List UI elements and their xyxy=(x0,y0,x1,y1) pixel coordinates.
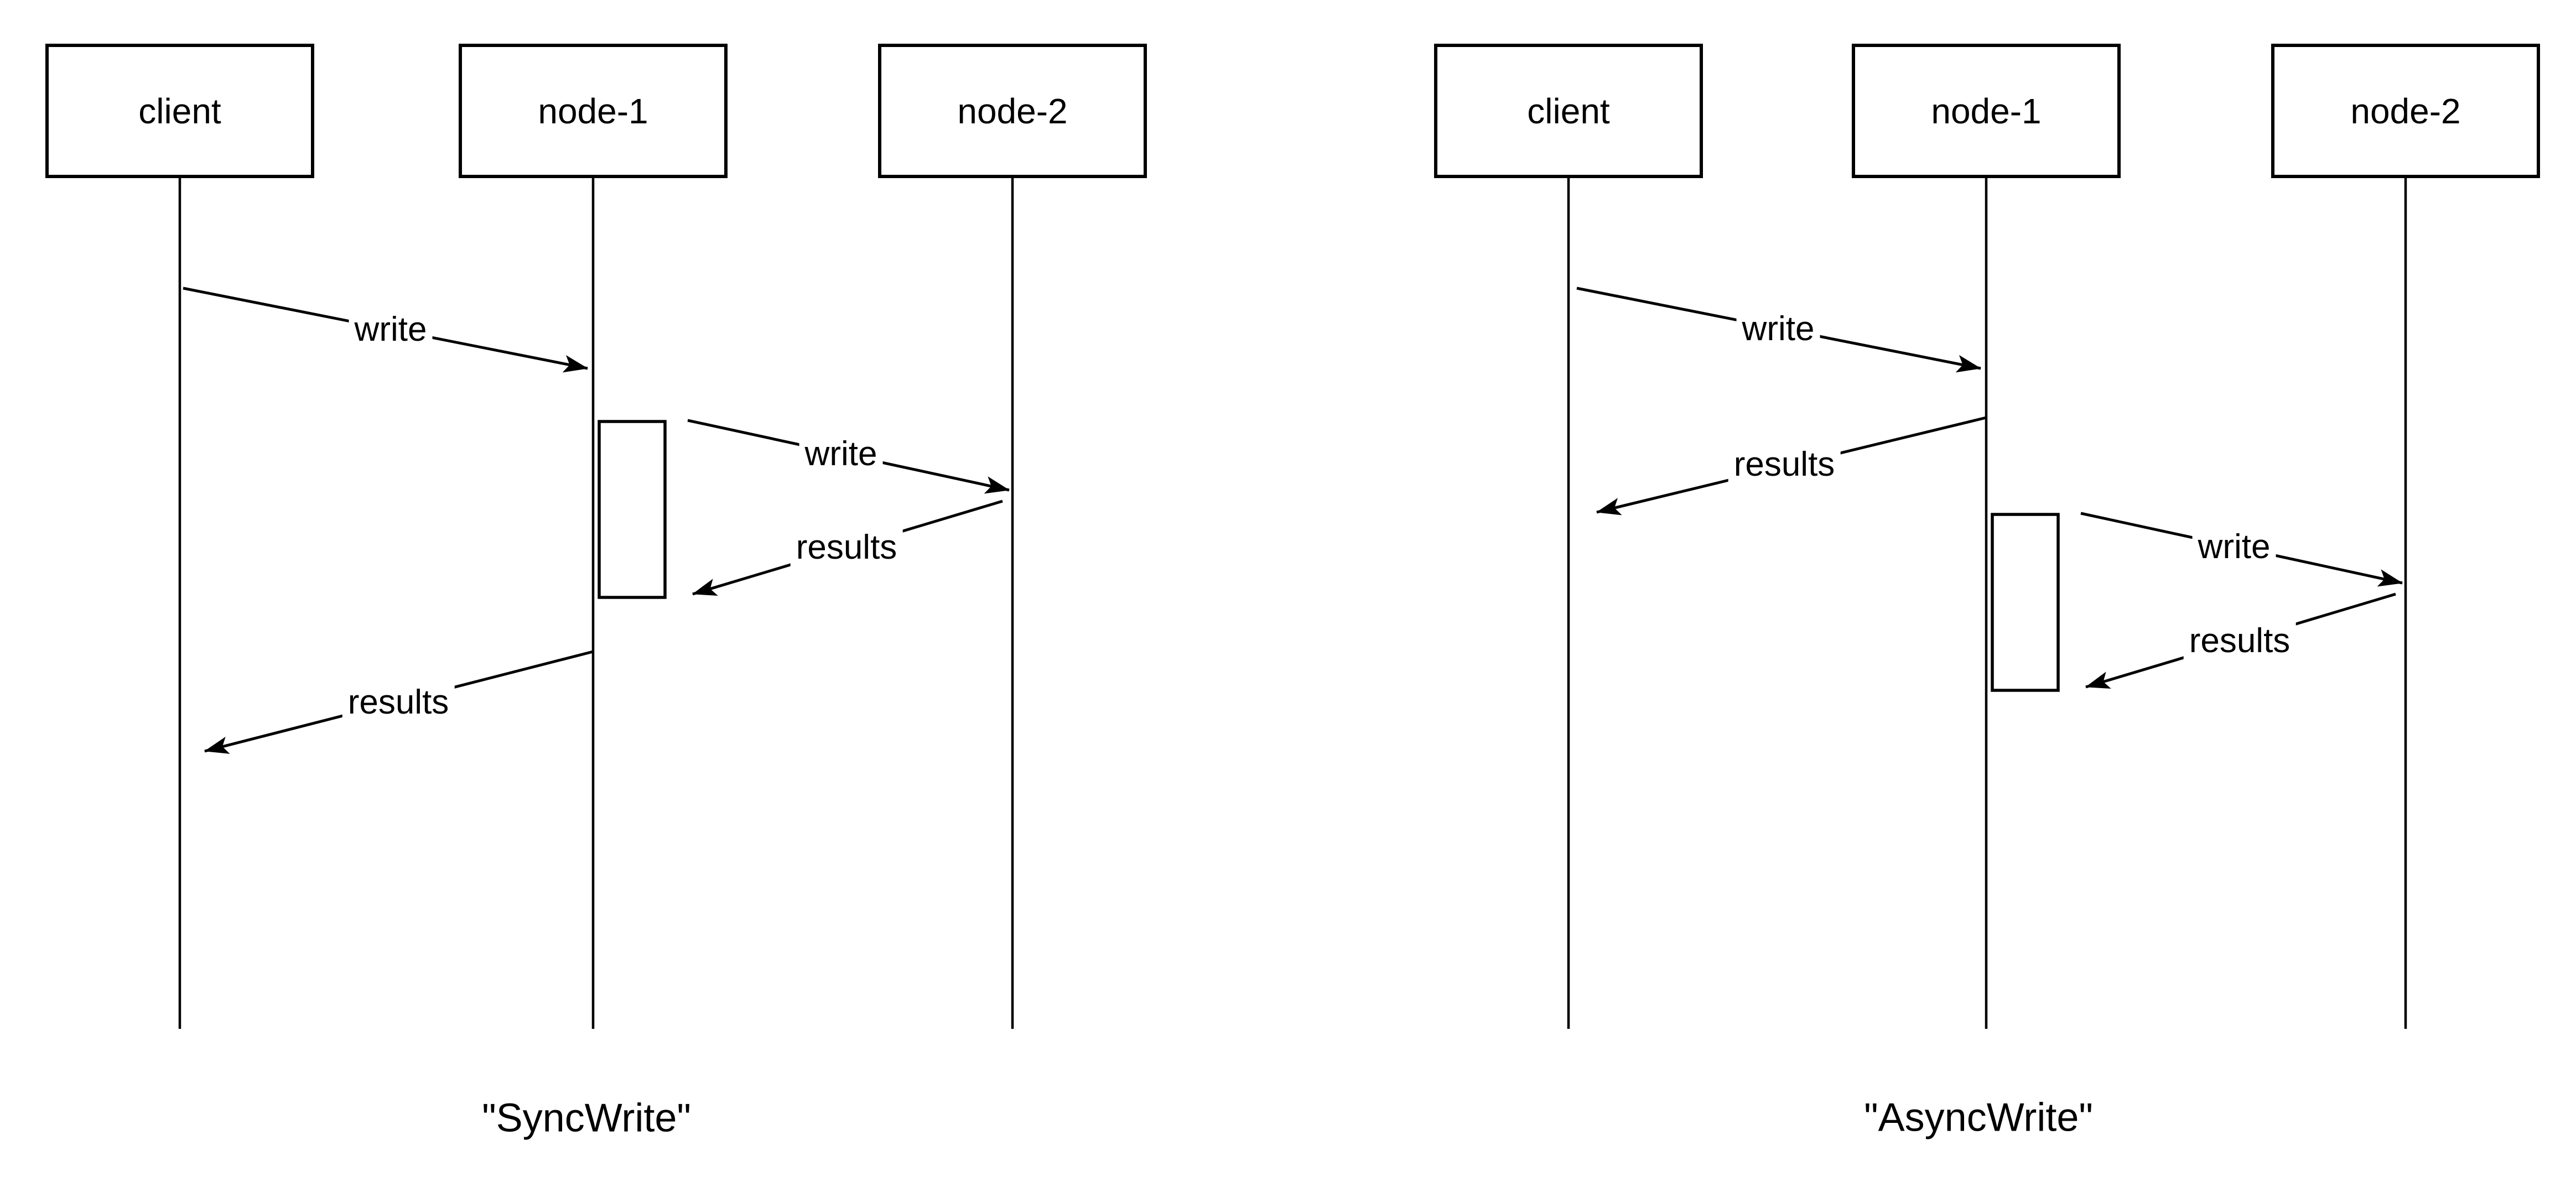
participant-box-async-node1: node-1 xyxy=(1852,44,2121,178)
message-label-async-write-1: write xyxy=(1736,309,1820,350)
participant-label: node-2 xyxy=(2350,91,2461,131)
participant-label: client xyxy=(138,91,221,131)
message-label-async-write-2: write xyxy=(2192,527,2276,568)
diagram-caption-asyncwrite: "AsyncWrite" xyxy=(1864,1095,2093,1140)
participant-label: node-1 xyxy=(1931,91,2042,131)
participant-box-async-client: client xyxy=(1434,44,1703,178)
message-label-sync-results-2: results xyxy=(342,682,455,723)
message-label-async-results-1: results xyxy=(1728,444,1841,485)
activation-box-sync-node1 xyxy=(598,420,667,599)
message-label-sync-results-1: results xyxy=(790,527,903,568)
participant-box-sync-client: client xyxy=(45,44,314,178)
message-label-sync-write-2: write xyxy=(799,434,883,475)
participant-box-sync-node2: node-2 xyxy=(878,44,1147,178)
participant-label: client xyxy=(1527,91,1610,131)
message-label-async-results-2: results xyxy=(2183,621,2296,662)
diagram-caption-syncwrite: "SyncWrite" xyxy=(482,1096,691,1141)
activation-box-async-node1 xyxy=(1991,513,2060,692)
message-label-sync-write-1: write xyxy=(349,309,433,350)
participant-label: node-1 xyxy=(538,91,648,131)
participant-box-sync-node1: node-1 xyxy=(459,44,728,178)
participant-label: node-2 xyxy=(957,91,1068,131)
participant-box-async-node2: node-2 xyxy=(2271,44,2540,178)
